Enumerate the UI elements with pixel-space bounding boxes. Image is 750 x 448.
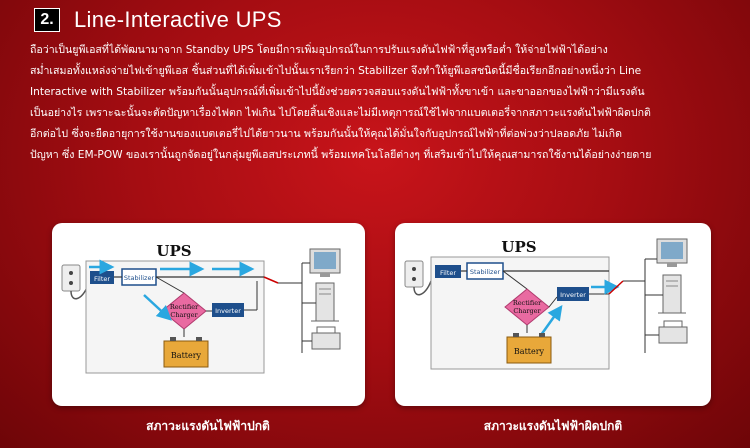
ups-diagram-abnormal: UPS Filter Stabilizer Rectifier Charger … (404, 238, 688, 370)
battery-terminal (196, 337, 202, 341)
computer-tower-icon (311, 282, 339, 322)
flow-arrow (143, 294, 172, 321)
inverter-label: Inverter (215, 307, 241, 315)
description-line: สม่ำเสมอทั้งแหล่งจ่ายไฟเข้ายูพีเอส ชิ้นส… (30, 65, 642, 77)
diagram-abnormal-caption: สภาวะแรงดันไฟฟ้าผิดปกติ (483, 419, 623, 433)
line-segment (155, 276, 185, 294)
description-line: อีกต่อไป ซึ่งจะยืดอายุการใช้งานของแบตเตอ… (30, 128, 622, 140)
description-line: ถือว่าเป็นยูพีเอสที่ได้พัฒนามาจาก Standb… (30, 44, 608, 56)
charger-label: Charger (170, 311, 198, 319)
ups-title: UPS (501, 238, 536, 256)
inverter-block (557, 287, 589, 301)
diagram-normal-panel: UPS Filter Stabilizer Rectifier Charger … (52, 223, 365, 406)
flow-arrow (539, 304, 563, 336)
transfer-switch (608, 280, 624, 295)
printer-icon (658, 320, 688, 344)
filter-block (435, 265, 461, 278)
computer-monitor-icon (656, 238, 688, 267)
battery-block (506, 336, 552, 364)
charger-label: Charger (513, 307, 541, 315)
description-line: Interactive with Stabilizer พร้อมกันนั้น… (30, 86, 645, 98)
power-cord (413, 280, 432, 296)
wall-outlet-icon (61, 264, 81, 292)
filter-label: Filter (440, 269, 456, 277)
inverter-label: Inverter (560, 291, 586, 299)
battery-label: Battery (514, 347, 545, 356)
battery-terminal (513, 333, 519, 337)
printer-icon (311, 326, 341, 350)
battery-terminal (170, 337, 176, 341)
battery-label: Battery (171, 351, 202, 360)
wall-outlet-icon (404, 260, 424, 288)
stabilizer-label: Stabilizer (124, 274, 155, 282)
battery-terminal (539, 333, 545, 337)
section-number-badge: 2. (34, 8, 60, 32)
description-paragraph: ถือว่าเป็นยูพีเอสที่ได้พัฒนามาจาก Standb… (30, 40, 730, 166)
diagram-abnormal-panel: UPS Filter Stabilizer Rectifier Charger … (395, 223, 711, 406)
description-line: ปัญหา ซึ่ง EM-POW ของเรานั้นถูกจัดอยู่ใน… (30, 149, 652, 161)
battery-block (163, 340, 209, 368)
section-header: 2. Line-Interactive UPS (34, 7, 282, 33)
ups-title: UPS (156, 242, 191, 260)
description-line: เป็นอย่างไร เพราะฉะนั้นจะตัดปัญหาเรื่องไ… (30, 107, 651, 119)
line-segment (502, 270, 528, 290)
stabilizer-label: Stabilizer (470, 268, 501, 276)
inverter-block (212, 303, 244, 317)
ups-diagram-normal: UPS Filter Stabilizer Rectifier Charger … (61, 242, 341, 374)
computer-monitor-icon (309, 248, 341, 277)
rectifier-label: Rectifier (513, 299, 542, 307)
transfer-switch (263, 276, 279, 284)
filter-label: Filter (94, 275, 110, 283)
rectifier-label: Rectifier (170, 303, 199, 311)
computer-tower-icon (658, 274, 686, 314)
section-title: Line-Interactive UPS (74, 7, 282, 32)
diagram-normal-caption: สภาวะแรงดันไฟฟ้าปกติ (146, 419, 270, 433)
